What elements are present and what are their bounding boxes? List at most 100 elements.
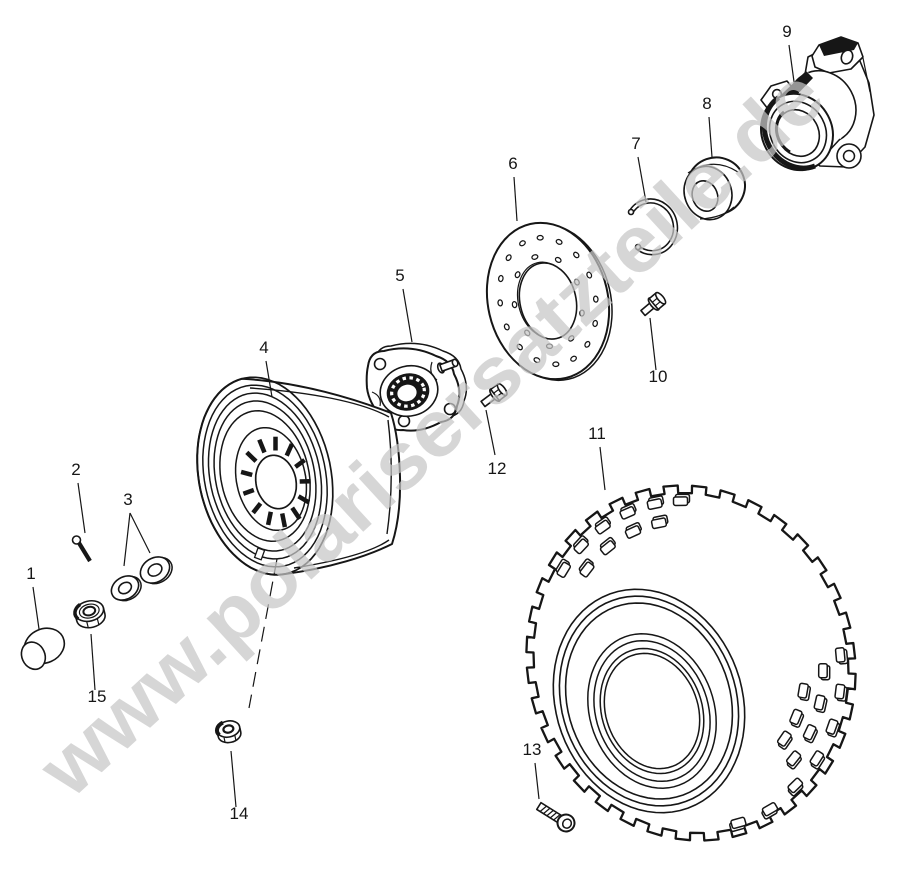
disc-hole [567, 335, 575, 342]
disc-hole [570, 355, 577, 362]
wheel-hub-part [365, 342, 468, 432]
rim-serration [290, 506, 302, 521]
bearing-part [683, 156, 746, 221]
tread-knob [650, 514, 669, 530]
brake-disc-part [485, 221, 613, 382]
disc-hole [531, 254, 539, 260]
tread-knob [785, 750, 802, 770]
disc-hole [519, 240, 526, 247]
callout-9: 9 [782, 22, 791, 41]
tread-knob [813, 694, 828, 714]
washers-part [110, 556, 173, 602]
disc-hole [511, 301, 518, 309]
leader-5 [402, 288, 413, 343]
tread-knob [619, 502, 637, 520]
tread-knob [817, 662, 831, 681]
tread-knob [787, 777, 804, 797]
callout-12: 12 [488, 459, 507, 478]
disc-hole [573, 278, 580, 286]
tire-part [525, 484, 857, 842]
tread-knob [802, 723, 818, 744]
disc-hole [552, 361, 560, 368]
tread-knob [578, 558, 595, 578]
disc-hole [524, 329, 531, 337]
callout-14: 14 [230, 804, 249, 823]
callout-5: 5 [395, 266, 404, 285]
leader-8 [708, 116, 713, 158]
leader-1 [32, 586, 40, 630]
leader-3a [123, 512, 131, 567]
tread-knob [599, 536, 616, 556]
disc-hole [554, 256, 562, 264]
disc-hole [505, 254, 512, 262]
leader-9 [788, 44, 796, 90]
leader-11 [599, 446, 606, 491]
tread-knob [809, 750, 826, 770]
tread-knob [646, 495, 665, 510]
rim-center-bore [254, 454, 298, 510]
callout-15: 15 [88, 687, 107, 706]
tread-knob [761, 802, 779, 820]
disc-hole [536, 234, 544, 241]
bolt-part-12 [480, 382, 508, 408]
disc-hole [503, 323, 510, 331]
callout-3: 3 [123, 490, 132, 509]
disc-hole [592, 319, 599, 328]
disc-hole [584, 340, 591, 348]
dust-cap-part [20, 627, 66, 671]
callout-10: 10 [649, 367, 668, 386]
rim-serration [297, 494, 311, 505]
snap-ring-part [627, 198, 679, 256]
cotter-pin-part [71, 535, 92, 563]
wheel-rim-part [196, 376, 402, 576]
disc-hole [592, 295, 599, 303]
callout-4: 4 [259, 338, 268, 357]
disc-hole [533, 357, 541, 364]
callout-7: 7 [631, 134, 640, 153]
tread-knob [672, 493, 691, 507]
tread-knob [572, 535, 590, 555]
leader-2 [77, 482, 86, 534]
brake-disc-holes [497, 234, 599, 368]
disc-hole [516, 343, 523, 351]
tread-knob [594, 516, 612, 535]
callout-2: 2 [71, 460, 80, 479]
leader-3b [129, 512, 151, 554]
disc-hole [514, 271, 521, 279]
rim-serration [245, 450, 258, 463]
leader-6 [513, 176, 518, 222]
bolt-part-10 [640, 291, 667, 317]
callout-1: 1 [26, 564, 35, 583]
tread-knob [834, 647, 849, 665]
disc-hole [497, 299, 504, 307]
tread-knob [729, 816, 747, 833]
rim-serration [257, 438, 267, 454]
leader-7 [637, 156, 647, 203]
rim-serration [294, 458, 306, 469]
rim-serration [251, 502, 263, 515]
tread-knob [797, 682, 812, 702]
tread-knob [555, 558, 572, 579]
tire-outline [525, 484, 857, 842]
flange-nut-part [214, 720, 242, 744]
rim-serration [279, 512, 288, 528]
callout-6: 6 [508, 154, 517, 173]
disc-hole [555, 238, 563, 245]
bolt-part-13 [535, 801, 576, 833]
leader-4 [265, 360, 273, 398]
tread-knob [825, 718, 841, 738]
callout-labels: 1 2 3 4 5 6 7 8 9 10 11 12 13 14 15 [26, 22, 791, 823]
leader-lines [32, 44, 796, 808]
tread-knob [834, 683, 848, 702]
rim-serration [240, 469, 253, 478]
tread-knob [624, 522, 642, 539]
rim-serration [242, 487, 255, 496]
disc-hole [497, 274, 504, 283]
knuckle-part [760, 36, 875, 172]
disc-hole [579, 309, 585, 317]
disc-hole [545, 343, 554, 350]
callout-11: 11 [588, 424, 606, 443]
leader-10 [649, 317, 657, 371]
